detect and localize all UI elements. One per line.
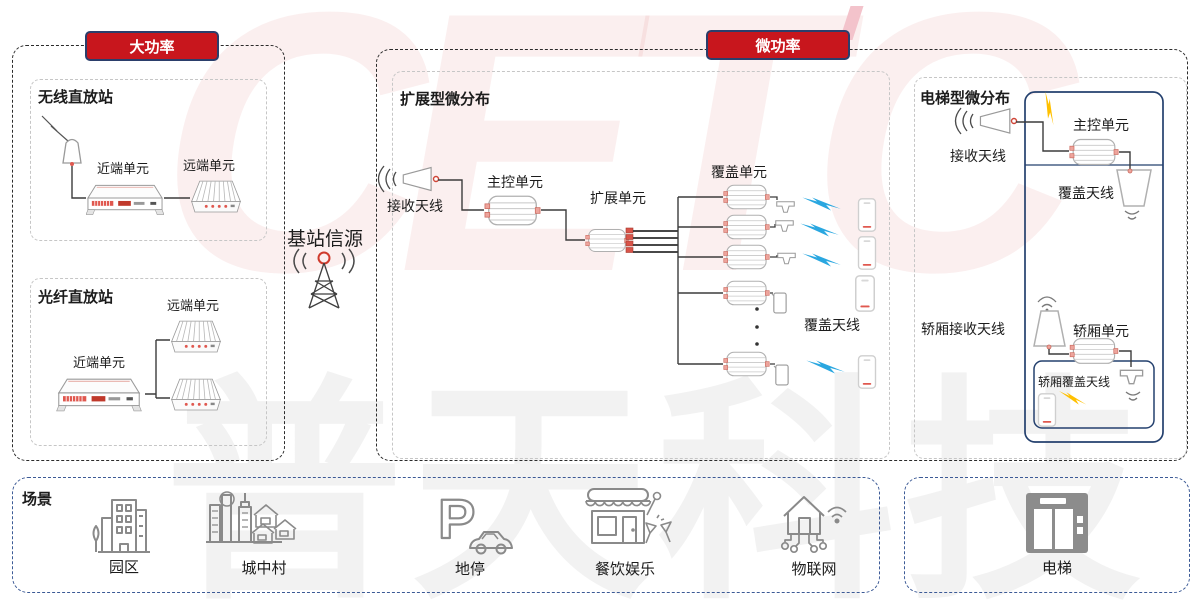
elevator-master-line xyxy=(1119,151,1131,170)
scenario-label-dining: 餐饮娱乐 xyxy=(594,561,656,578)
ellipsis-dots xyxy=(755,307,759,346)
ext-master-unit-device xyxy=(484,195,541,226)
scenario-label-iot: 物联网 xyxy=(791,561,837,578)
elevator-icon xyxy=(1026,493,1088,553)
urban-village-icon xyxy=(206,491,297,544)
extended-distribution-title: 扩展型微分布 xyxy=(400,91,491,108)
fiber-near-unit-label: 近端单元 xyxy=(73,355,126,370)
ext-master-unit-label: 主控单元 xyxy=(487,174,543,190)
fiber-link-lines xyxy=(145,339,170,399)
car-unit-device xyxy=(1069,338,1119,364)
coverage-antenna-icon-5 xyxy=(773,364,789,386)
signal-bolt-icon-1 xyxy=(802,197,841,211)
coverage-unit-label: 覆盖单元 xyxy=(711,164,767,180)
elevator-master-unit-device xyxy=(1069,138,1119,166)
coverage-antenna-icon-2 xyxy=(775,220,794,232)
wireless-near-unit-label: 近端单元 xyxy=(97,161,150,176)
wireless-repeater-title: 无线直放站 xyxy=(38,89,114,106)
scenario-label-campus: 园区 xyxy=(108,559,140,576)
elevator-master-unit-label: 主控单元 xyxy=(1073,117,1129,133)
car-coverage-antenna-icon xyxy=(1119,369,1144,401)
scenario-label-elevator: 电梯 xyxy=(1041,560,1073,577)
ext-expansion-unit-label: 扩展单元 xyxy=(590,190,646,206)
fiber-repeater-title: 光纤直放站 xyxy=(38,289,114,306)
coverage-unit-device-4 xyxy=(723,280,770,306)
coverage-antenna-icon-4 xyxy=(771,292,787,314)
elevator-rx-antenna-icon xyxy=(954,107,1018,135)
ext-rx-line xyxy=(438,179,484,211)
elevator-rx-line xyxy=(1016,121,1069,152)
coverage-antenna-icon-3 xyxy=(777,252,796,265)
scenario-label-parking: 地停 xyxy=(454,561,486,578)
elevator-coverage-antenna-label: 覆盖天线 xyxy=(1058,185,1114,201)
coverage-unit-device-2 xyxy=(723,214,770,240)
phone-icon-2 xyxy=(857,236,877,270)
scenario-label-urban-village: 城中村 xyxy=(241,560,287,577)
coverage-unit-device-3 xyxy=(723,244,770,270)
wireless-signal-zigzag-icon xyxy=(41,115,69,142)
fiber-far-unit-device-2 xyxy=(171,378,221,411)
phone-icon-4 xyxy=(857,355,877,389)
ext-expansion-unit-device xyxy=(585,227,634,253)
wireless-far-unit-label: 远端单元 xyxy=(183,158,236,173)
car-unit-label: 轿厢单元 xyxy=(1073,323,1129,339)
coverage-unit-device-5 xyxy=(723,351,770,377)
coverage-antenna-elbows xyxy=(770,196,778,365)
donor-antenna-icon xyxy=(62,138,82,166)
signal-bolt-icon-2 xyxy=(800,223,839,237)
svg-text:P: P xyxy=(438,487,475,550)
ext-cable-bundle xyxy=(633,230,678,253)
fiber-far-unit-label: 远端单元 xyxy=(167,298,220,313)
iot-icon xyxy=(780,496,847,554)
extended-rx-antenna-icon xyxy=(377,165,440,193)
coverage-antenna-label: 覆盖天线 xyxy=(804,317,860,333)
phone-icon-3 xyxy=(854,275,876,312)
car-coverage-antenna-label: 轿厢覆盖天线 xyxy=(1038,375,1111,389)
wireless-near-unit-device xyxy=(86,184,164,216)
wireless-feed-line xyxy=(71,166,86,199)
elevator-rx-antenna-label: 接收天线 xyxy=(950,148,1006,164)
wireless-far-unit-device xyxy=(191,180,241,213)
coverage-antenna-icon-1 xyxy=(776,201,795,213)
car-rx-antenna-icon xyxy=(1033,296,1066,350)
car-rx-line xyxy=(1048,349,1069,355)
phone-icon-1 xyxy=(857,198,877,232)
car-unit-line xyxy=(1119,350,1132,367)
campus-icon xyxy=(92,499,150,553)
scenarios-box xyxy=(12,477,880,593)
ext-master-line xyxy=(541,209,585,241)
elevator-coverage-antenna-icon xyxy=(1116,168,1152,220)
scenarios-title: 场景 xyxy=(22,491,53,508)
extended-distribution-box xyxy=(392,71,890,459)
fiber-repeater-box xyxy=(30,278,267,446)
wireless-repeater-box xyxy=(30,79,267,241)
ext-rx-antenna-label: 接收天线 xyxy=(387,198,443,214)
fiber-far-unit-device-1 xyxy=(171,320,221,353)
elevator-shaft-outline xyxy=(1024,91,1164,443)
signal-bolt-icon-4 xyxy=(806,360,845,374)
car-bolt-icon xyxy=(1057,390,1088,406)
signal-bolt-icon-3 xyxy=(802,253,841,267)
high-power-badge: 大功率 xyxy=(85,31,219,61)
elevator-bolt-icon xyxy=(1035,91,1063,126)
micro-power-badge: 微功率 xyxy=(706,30,850,60)
dining-entertainment-icon xyxy=(585,488,672,544)
ext-distribution-bus xyxy=(677,196,723,365)
fiber-near-unit-device xyxy=(56,378,142,412)
parking-icon: P xyxy=(437,486,513,555)
coverage-unit-device-1 xyxy=(723,184,770,210)
cell-tower-icon xyxy=(293,248,355,309)
elevator-distribution-box xyxy=(914,77,1187,459)
car-rx-antenna-label: 轿厢接收天线 xyxy=(921,321,1005,337)
signal-source-label: 基站信源 xyxy=(287,229,364,250)
elevator-scenario-box xyxy=(904,477,1190,593)
elevator-distribution-title: 电梯型微分布 xyxy=(920,90,1011,107)
car-phone-icon xyxy=(1037,393,1057,427)
